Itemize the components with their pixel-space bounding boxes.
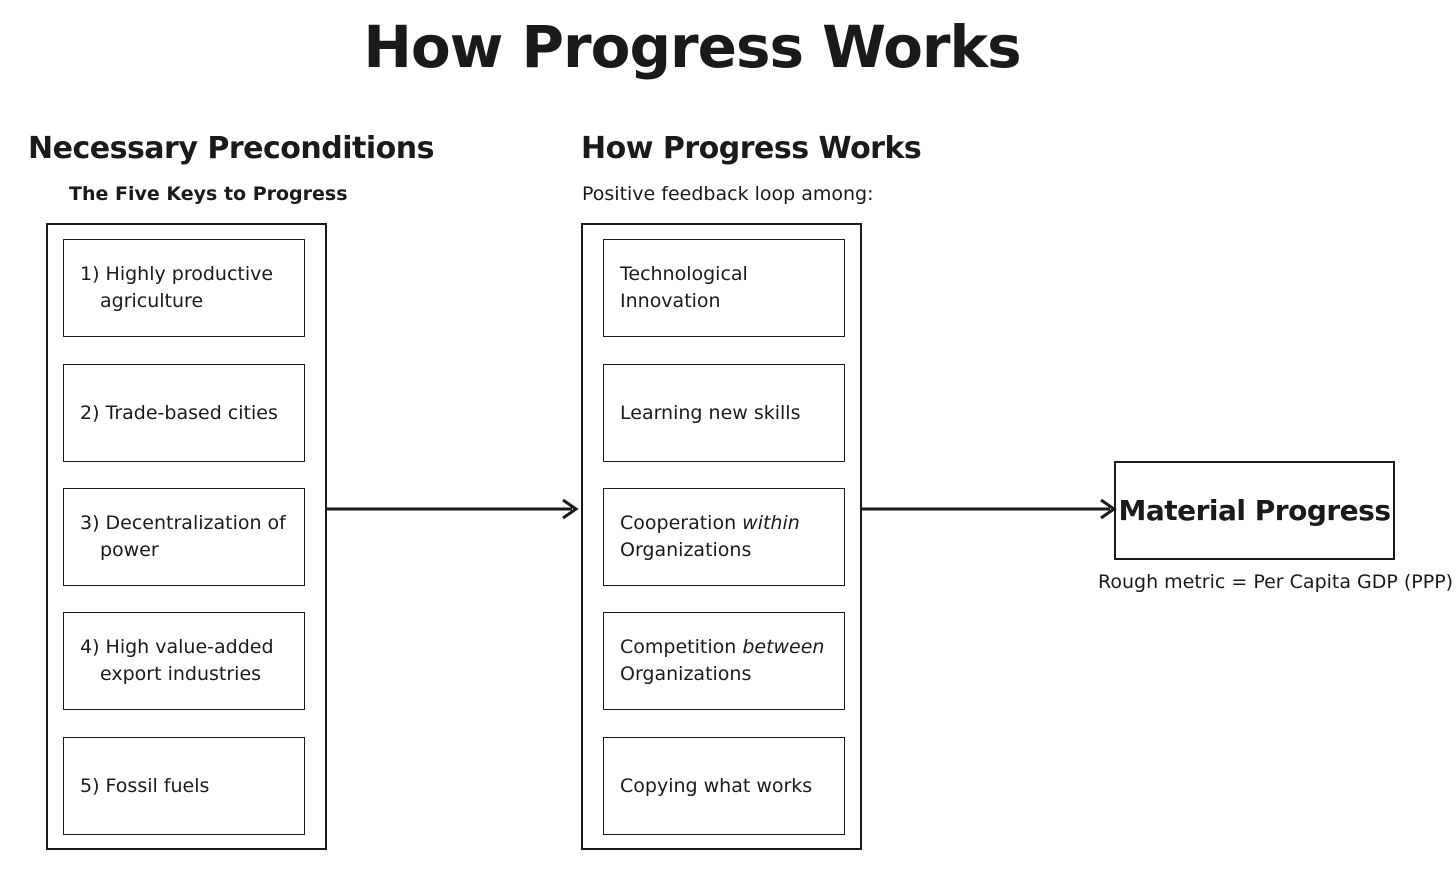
feedback-item-label-prefix: Competition xyxy=(620,636,743,658)
feedback-item-label-emphasis: between xyxy=(742,636,825,658)
process-subheading: Positive feedback loop among: xyxy=(582,183,874,205)
preconditions-subheading: The Five Keys to Progress xyxy=(69,183,348,205)
arrow-process-to-result xyxy=(862,498,1117,520)
feedback-item: Copying what works xyxy=(603,737,845,835)
precondition-item-label: 1) Highly productive agriculture xyxy=(80,263,274,312)
feedback-item-label-suffix: Organizations xyxy=(620,539,752,561)
feedback-item: Technological Innovation xyxy=(603,239,845,337)
feedback-item-label: Copying what works xyxy=(620,774,813,797)
precondition-item: 2) Trade-based cities xyxy=(63,364,305,462)
feedback-loop-group xyxy=(581,223,862,850)
arrow-preconditions-to-process xyxy=(327,498,579,520)
material-progress-box: Material Progress xyxy=(1114,461,1395,560)
precondition-item-label: 4) High value-added export industries xyxy=(80,636,274,685)
precondition-item-label: 3) Decentralization of power xyxy=(80,512,286,561)
precondition-item: 4) High value-added export industries xyxy=(63,612,305,710)
feedback-item-label: Cooperation within Organizations xyxy=(620,510,830,564)
preconditions-heading: Necessary Preconditions xyxy=(28,131,434,166)
precondition-item: 3) Decentralization of power xyxy=(63,488,305,586)
feedback-item-label: Competition between Organizations xyxy=(620,634,830,688)
feedback-item-label-emphasis: within xyxy=(742,512,800,534)
precondition-item-label: 5) Fossil fuels xyxy=(80,774,210,797)
diagram-title: How Progress Works xyxy=(363,13,1021,81)
feedback-item: Learning new skills xyxy=(603,364,845,462)
material-progress-label: Material Progress xyxy=(1118,494,1391,527)
preconditions-group xyxy=(46,223,327,850)
precondition-item: 1) Highly productive agriculture xyxy=(63,239,305,337)
process-heading: How Progress Works xyxy=(581,131,922,166)
precondition-item: 5) Fossil fuels xyxy=(63,737,305,835)
feedback-item-label-prefix: Cooperation xyxy=(620,512,743,534)
feedback-item: Cooperation within Organizations xyxy=(603,488,845,586)
feedback-item-label: Learning new skills xyxy=(620,401,801,424)
feedback-item-label-suffix: Organizations xyxy=(620,663,752,685)
feedback-item-label: Technological Innovation xyxy=(620,263,748,312)
precondition-item-label: 2) Trade-based cities xyxy=(80,401,278,424)
result-metric-caption: Rough metric = Per Capita GDP (PPP) xyxy=(1098,571,1454,593)
feedback-item: Competition between Organizations xyxy=(603,612,845,710)
